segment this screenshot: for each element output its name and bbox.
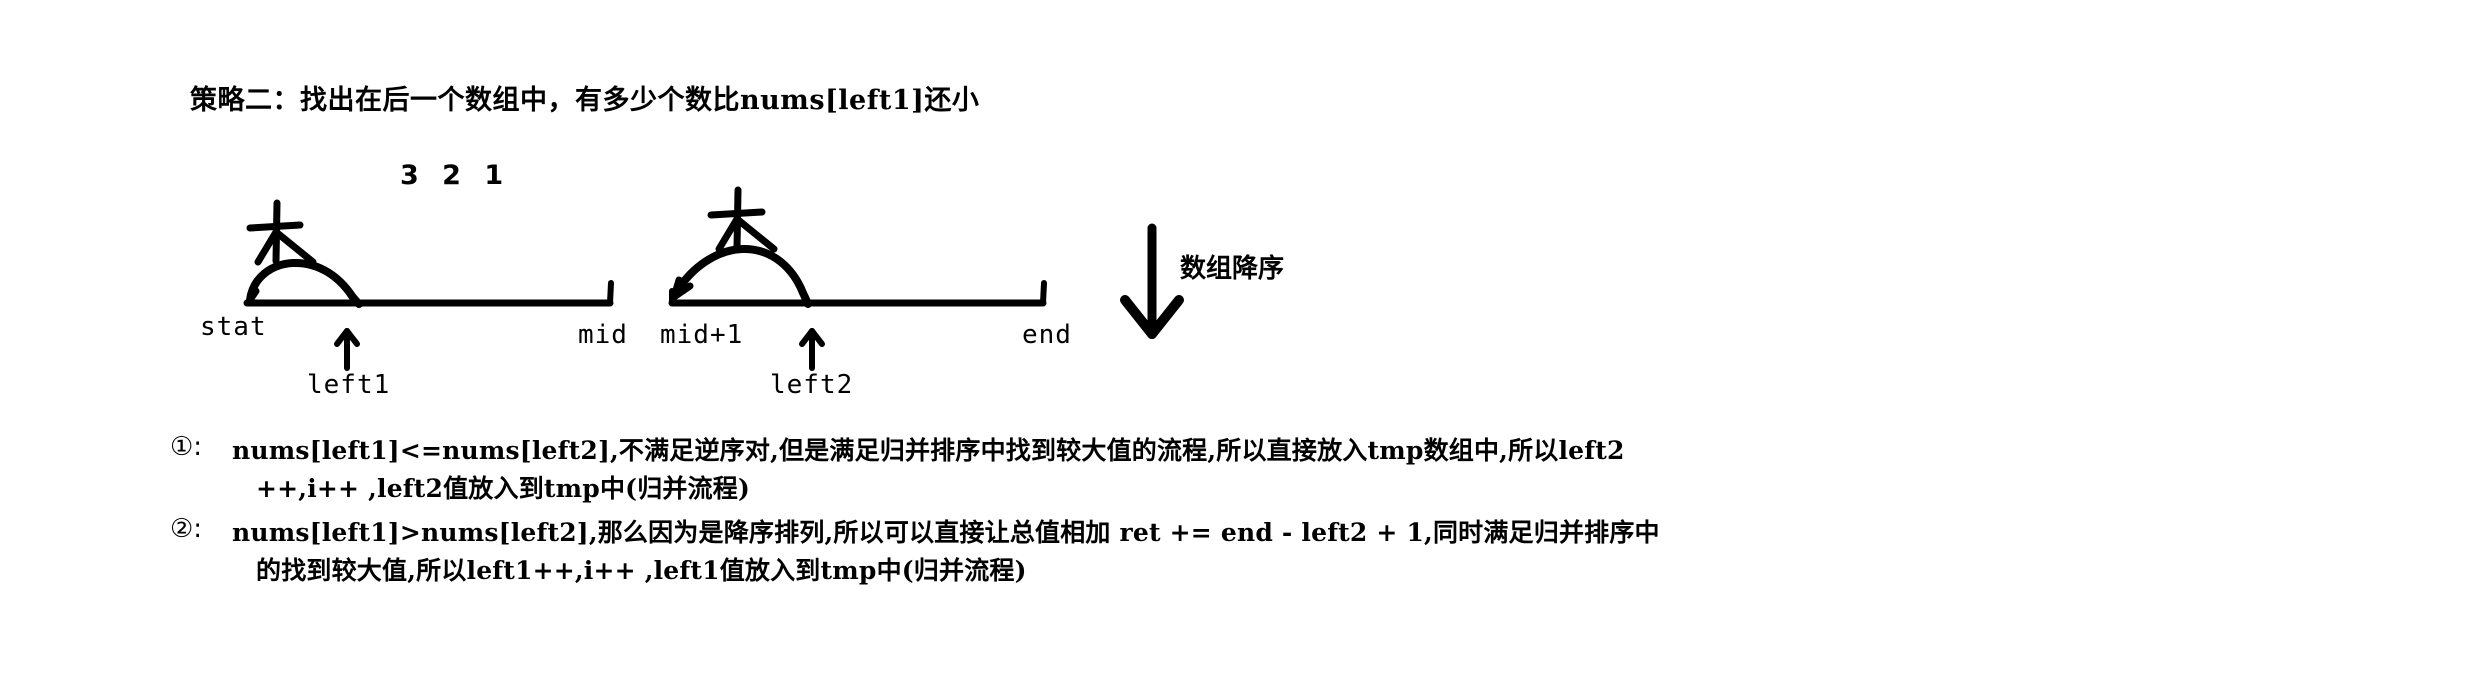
explanation-block: ①: nums[left1]<=nums[left2],不满足逆序对,但是满足归… (170, 432, 2370, 596)
descending-order-note: 数组降序 (1180, 254, 1285, 284)
page-title: 策略二：找出在后一个数组中，有多少个数比nums[left1]还小 (190, 85, 980, 116)
note-item: ②: nums[left1]>nums[left2],那么因为是降序排列,所以可… (170, 514, 2370, 590)
note-text: nums[left1]<=nums[left2],不满足逆序对,但是满足归并排序… (232, 436, 1625, 465)
label-segment-left-end: mid (578, 320, 628, 350)
label-segment-right-start: mid+1 (660, 320, 744, 350)
label-pointer-left2: left2 (770, 370, 854, 400)
note-text: 的找到较大值,所以left1++,i++ ,left1值放入到tmp中(归并流程… (256, 556, 1027, 585)
label-segment-right-end: end (1022, 320, 1072, 350)
note-text: ++,i++ ,left2值放入到tmp中(归并流程) (256, 474, 751, 503)
note-item: ①: nums[left1]<=nums[left2],不满足逆序对,但是满足归… (170, 432, 2370, 508)
label-pointer-left1: left1 (307, 370, 391, 400)
label-segment-left-start: stat (200, 312, 267, 342)
note-marker: ②: (170, 514, 203, 544)
note-marker: ①: (170, 432, 203, 462)
note-text: nums[left1]>nums[left2],那么因为是降序排列,所以可以直接… (232, 518, 1660, 547)
sequence-values: 3 2 1 (400, 160, 511, 191)
